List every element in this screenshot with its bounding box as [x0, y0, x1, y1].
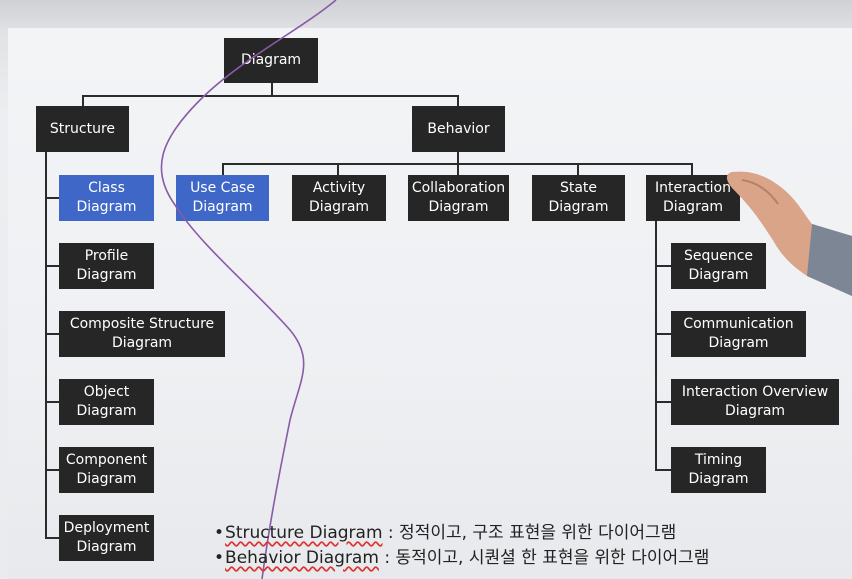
connector: [655, 401, 671, 403]
use-case-diagram-node: Use Case Diagram: [176, 175, 269, 221]
presenter-hand: [726, 171, 852, 296]
communication-diagram-node: Communication Diagram: [671, 311, 806, 357]
connector: [45, 537, 60, 539]
connector: [655, 265, 671, 267]
connector: [271, 82, 273, 96]
connector: [45, 333, 60, 335]
connector: [655, 469, 671, 471]
connector: [82, 95, 84, 107]
connector: [457, 163, 459, 175]
behavior-note: •Behavior Diagram : 동적이고, 시퀀셜 한 표현을 위한 다…: [214, 543, 709, 568]
composite-structure-diagram-node: Composite Structure Diagram: [59, 311, 225, 357]
behavior-node: Behavior: [412, 106, 505, 152]
object-diagram-node: Object Diagram: [59, 379, 154, 425]
collaboration-diagram-node: Collaboration Diagram: [408, 175, 509, 221]
state-diagram-node: State Diagram: [532, 175, 625, 221]
connector: [82, 95, 458, 97]
deployment-diagram-node: Deployment Diagram: [59, 515, 154, 561]
connector: [222, 163, 224, 175]
note-bullet: •: [214, 548, 225, 568]
component-diagram-node: Component Diagram: [59, 447, 154, 493]
interaction-overview-diagram-node: Interaction Overview Diagram: [671, 379, 839, 425]
activity-diagram-node: Activity Diagram: [292, 175, 386, 221]
connector: [577, 163, 579, 175]
structure-node: Structure: [36, 106, 129, 152]
class-diagram-node: Class Diagram: [59, 175, 154, 221]
connector: [691, 163, 693, 175]
connector: [45, 401, 60, 403]
connector: [457, 151, 459, 165]
connector: [457, 95, 459, 107]
note-bullet: •: [214, 523, 225, 543]
note-text: : 동적이고, 시퀀셜 한 표현을 위한 다이어그램: [378, 548, 710, 568]
connector: [45, 469, 60, 471]
connector: [45, 197, 60, 199]
connector: [655, 220, 657, 470]
connector: [45, 152, 47, 538]
timing-diagram-node: Timing Diagram: [671, 447, 766, 493]
note-text: : 정적이고, 구조 표현을 위한 다이어그램: [382, 523, 677, 543]
note-term: Behavior Diagram: [225, 548, 379, 568]
connector: [45, 265, 60, 267]
note-term: Structure Diagram: [225, 523, 383, 543]
sequence-diagram-node: Sequence Diagram: [671, 243, 766, 289]
profile-diagram-node: Profile Diagram: [59, 243, 154, 289]
connector: [655, 333, 671, 335]
connector: [337, 163, 339, 175]
interaction-diagram-node: Interaction Diagram: [646, 175, 740, 221]
structure-note: •Structure Diagram : 정적이고, 구조 표현을 위한 다이어…: [214, 518, 676, 543]
